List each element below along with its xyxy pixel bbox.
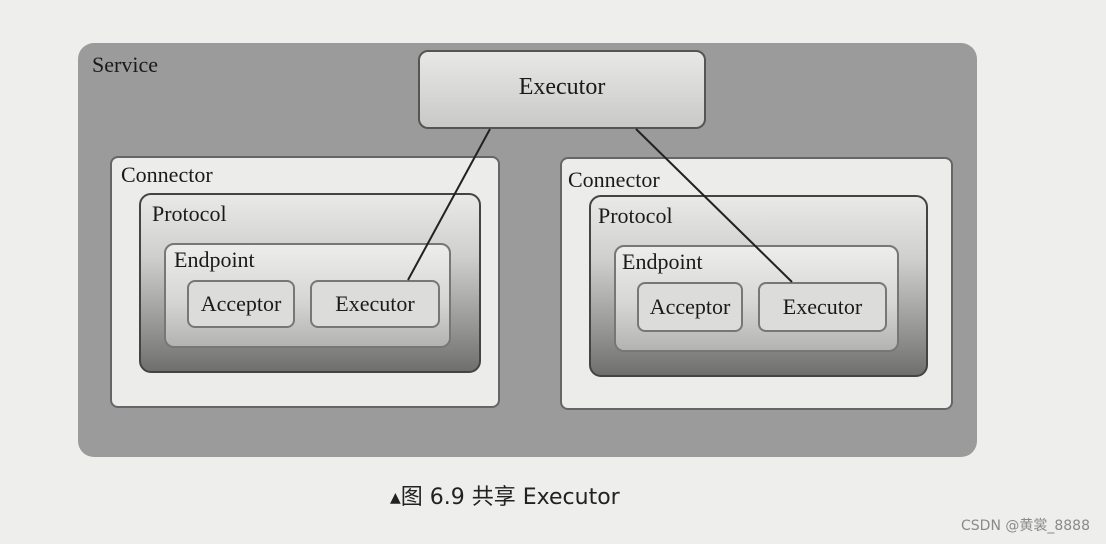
link-left xyxy=(407,128,491,281)
protocol-label: Protocol xyxy=(152,201,227,226)
link-right xyxy=(635,128,793,283)
shared-executor-label: Executor xyxy=(518,74,606,100)
acceptor-right: Acceptor xyxy=(637,282,743,332)
endpoint-label: Endpoint xyxy=(622,249,703,274)
executor-left: Executor xyxy=(310,280,440,328)
shared-executor-box: Executor xyxy=(418,50,706,129)
connector-label: Connector xyxy=(568,167,660,192)
figure-caption: ▲图 6.9 共享 Executor xyxy=(390,479,620,511)
acceptor-left: Acceptor xyxy=(187,280,295,328)
connector-label: Connector xyxy=(121,162,213,187)
caption-text: 图 6.9 共享 Executor xyxy=(400,485,620,510)
protocol-label: Protocol xyxy=(598,203,673,228)
executor-right: Executor xyxy=(758,282,887,332)
triangle-marker-icon: ▲ xyxy=(390,490,401,506)
watermark: CSDN @黄裳_8888 xyxy=(961,518,1090,534)
endpoint-label: Endpoint xyxy=(174,247,255,272)
service-label: Service xyxy=(92,52,158,77)
